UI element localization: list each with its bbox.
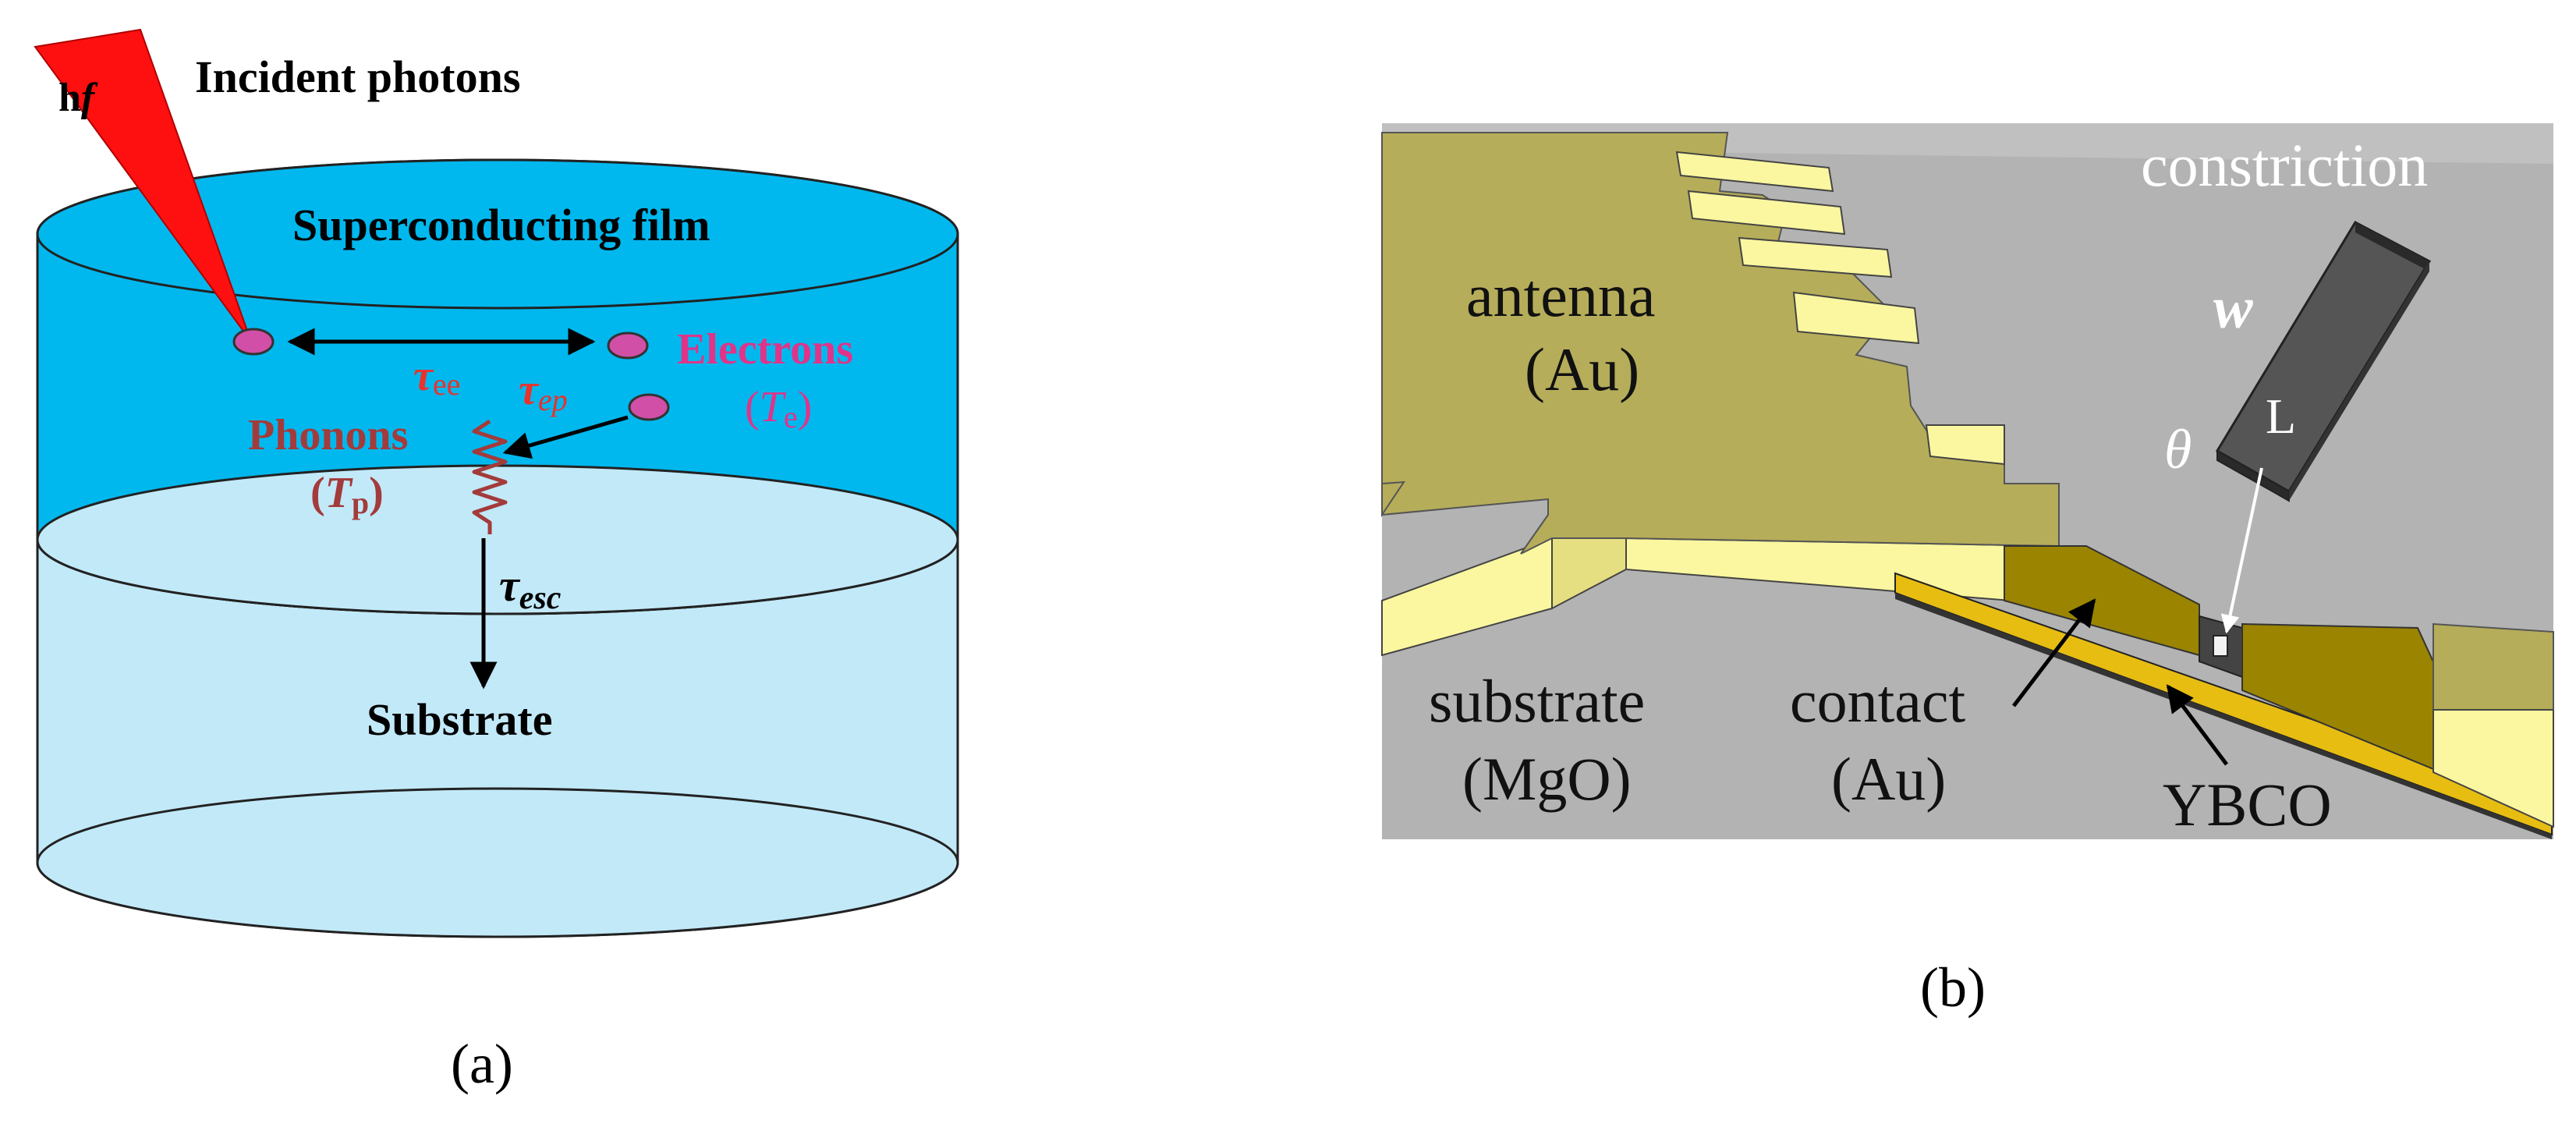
constriction-pointer bbox=[2220, 467, 2263, 634]
panel-a: hf Incident photons Superconducting film… bbox=[34, 28, 959, 1095]
antenna-tooth bbox=[1687, 190, 1846, 236]
electrons-label: Electrons bbox=[677, 325, 853, 374]
phonon-wave bbox=[472, 419, 508, 534]
electron-dot bbox=[628, 393, 670, 421]
L-label: L bbox=[2266, 388, 2296, 444]
electron-dot bbox=[607, 332, 649, 360]
constriction-label: constriction bbox=[2141, 131, 2428, 199]
panel-a-caption: (a) bbox=[451, 1033, 513, 1095]
antenna-material: (Au) bbox=[1525, 335, 1639, 403]
theta-label: θ bbox=[2164, 418, 2192, 480]
substrate-b-label: substrate bbox=[1429, 667, 1645, 735]
substrate-material: (MgO) bbox=[1462, 745, 1632, 813]
tau-esc-label: τesc bbox=[499, 560, 562, 616]
antenna-tooth bbox=[1738, 236, 1893, 278]
ybco-label: YBCO bbox=[2163, 771, 2332, 839]
incident-photons-label: Incident photons bbox=[195, 51, 520, 102]
ybco-arrow bbox=[2166, 684, 2228, 766]
contact-material: (Au) bbox=[1831, 745, 1946, 813]
tau-ee-label: τee bbox=[413, 352, 460, 402]
substrate-label: Substrate bbox=[367, 694, 552, 745]
contact-label: contact bbox=[1790, 667, 1966, 735]
contact-arrow bbox=[2012, 598, 2096, 707]
phonons-label: Phonons bbox=[248, 411, 408, 459]
interface-ellipse bbox=[36, 464, 959, 615]
antenna-tooth bbox=[1792, 291, 1920, 345]
tau-ep-arrow bbox=[502, 415, 629, 459]
antenna-tooth bbox=[1675, 151, 1834, 193]
film-top-ellipse bbox=[36, 158, 959, 310]
electron-dot bbox=[232, 328, 275, 356]
photon-symbol: hf bbox=[58, 76, 98, 120]
electron-temp-label: (Te) bbox=[745, 383, 812, 434]
w-label: w bbox=[2213, 275, 2253, 341]
antenna-tooth bbox=[1925, 424, 2005, 466]
panel-b-caption: (b) bbox=[1920, 956, 1986, 1019]
photon-beam bbox=[34, 28, 252, 342]
tau-ep-label: τep bbox=[519, 366, 568, 417]
bottom-ellipse bbox=[36, 787, 959, 938]
panel-b: constriction w L θ antenna (Au) substrat… bbox=[1381, 123, 2554, 1019]
phonon-temp-label: (Tp) bbox=[310, 469, 384, 520]
antenna-label: antenna bbox=[1466, 261, 1656, 329]
film-label: Superconducting film bbox=[292, 200, 710, 250]
